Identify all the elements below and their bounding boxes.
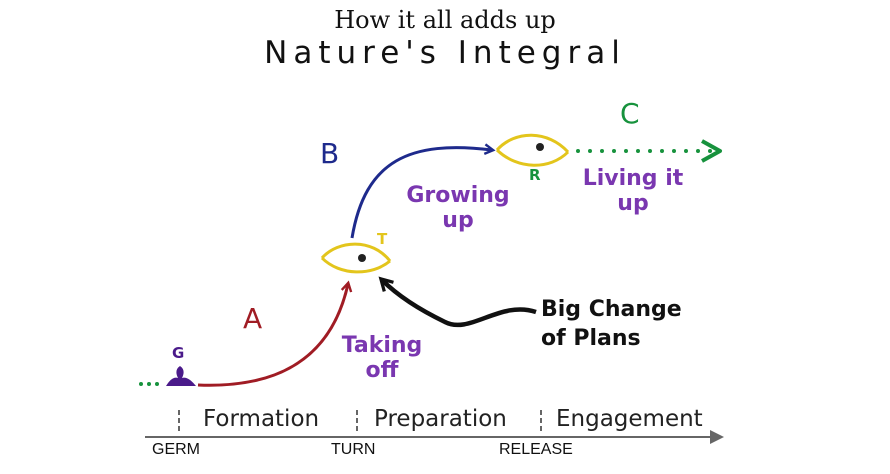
germ-marker-label: G: [172, 344, 185, 362]
diagram-title: Nature's Integral: [264, 35, 626, 71]
diagram-subtitle: How it all adds up: [334, 6, 556, 34]
segment-a-curve: [197, 280, 353, 387]
timeline-stage-preparation: Preparation: [374, 406, 507, 432]
timeline-tick-germ: GERM: [152, 441, 200, 458]
callout-text: Big Change of Plans: [541, 297, 682, 351]
release-marker-label: R: [529, 166, 541, 184]
timeline-stage-formation: Formation: [203, 406, 320, 432]
turn-marker-label: T: [377, 230, 388, 248]
germ-sprout-icon: [166, 366, 196, 386]
segment-c-arrowhead: [701, 139, 722, 163]
segment-c-letter: C: [620, 97, 640, 130]
segment-c-dots: [576, 149, 712, 153]
segment-b-curve: [350, 143, 496, 239]
phase-label-living-it-up: Living it up: [582, 166, 684, 217]
turn-eye-icon: [320, 242, 392, 274]
timeline-arrowhead: [710, 430, 724, 444]
segment-b-letter: B: [320, 137, 340, 170]
callout-arrow: [378, 276, 537, 328]
release-eye-icon: [495, 133, 570, 167]
phase-label-taking-off: Taking off: [341, 333, 423, 384]
segment-a-letter: A: [243, 302, 263, 335]
timeline-tick-release: RELEASE: [499, 441, 573, 458]
timeline-tick-turn: TURN: [331, 441, 376, 458]
germ-dots: [139, 382, 159, 386]
phase-label-growing-up: Growing up: [406, 183, 510, 234]
timeline-stage-engagement: Engagement: [556, 406, 703, 432]
timeline-dividers: [178, 410, 542, 433]
